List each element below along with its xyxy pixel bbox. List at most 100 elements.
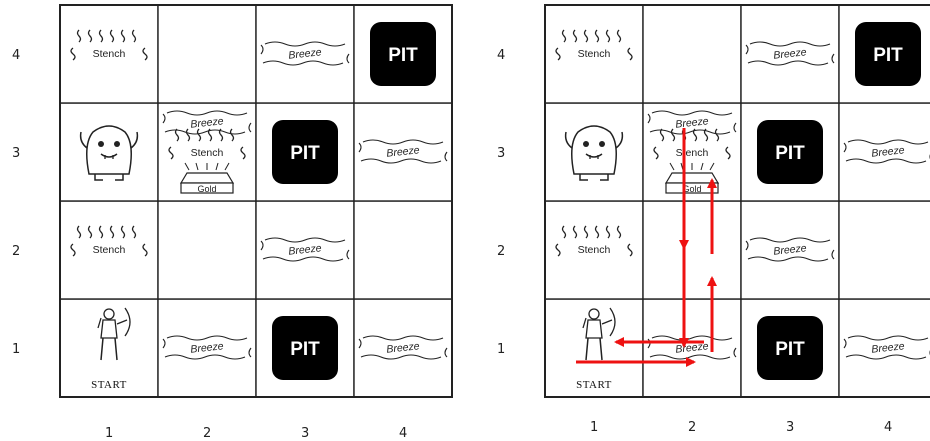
stench-icon: Stench (168, 128, 246, 160)
breeze-wave (749, 41, 831, 47)
gold-shine (215, 162, 219, 171)
agent-bow (609, 307, 616, 337)
agent-bow (124, 307, 131, 337)
cell-1-2 (544, 200, 644, 300)
stench-icon: Stench (555, 29, 633, 61)
breeze-icon: Breeze (162, 110, 252, 135)
stench-squiggle (109, 29, 115, 43)
cell-2-4 (642, 4, 742, 104)
pit-block (757, 316, 823, 380)
stench-label: Stench (191, 147, 224, 159)
stench-squiggle (659, 128, 665, 142)
cell-3-2 (740, 200, 840, 300)
stench-squiggle (131, 29, 137, 43)
wumpus-feet (94, 174, 124, 181)
stench-squiggle (240, 146, 246, 160)
breeze-label: Breeze (773, 46, 808, 61)
stench-icon: Stench (70, 29, 148, 61)
breeze-wave (843, 142, 847, 153)
breeze-wave (747, 256, 829, 262)
cell-4-2 (838, 200, 930, 300)
breeze-icon: Breeze (260, 237, 350, 262)
stench-squiggle (594, 225, 600, 239)
pit-label: PIT (775, 143, 805, 164)
breeze-wave (733, 122, 737, 133)
stench-squiggle (692, 128, 698, 142)
stench-squiggle (605, 225, 611, 239)
wumpus-body (86, 125, 132, 175)
grid-border (59, 4, 453, 398)
stench-label: Stench (676, 147, 709, 159)
stench-squiggle (555, 47, 561, 61)
stench-squiggle (583, 225, 589, 239)
stench-squiggle (70, 243, 76, 257)
breeze-wave (360, 158, 442, 164)
pit-icon: PIT (757, 316, 823, 380)
cell-4-2 (353, 200, 453, 300)
stench-squiggle (174, 128, 180, 142)
breeze-wave (260, 240, 264, 251)
pit-label: PIT (290, 143, 320, 164)
wumpus-eye (599, 141, 605, 147)
pit-label: PIT (388, 45, 418, 66)
cell-4-3 (353, 102, 453, 202)
wumpus-arms (564, 131, 624, 149)
stench-squiggle (572, 29, 578, 43)
col-label: 2 (203, 426, 211, 441)
pit-block (757, 120, 823, 184)
stench-squiggle (120, 225, 126, 239)
stench-label: Stench (578, 48, 611, 60)
gold-icon: Gold (179, 162, 235, 194)
stench-icon: Stench (555, 225, 633, 257)
stench-squiggle (561, 29, 567, 43)
agent-arm (116, 319, 128, 325)
cell-2-2 (642, 200, 742, 300)
wumpus-eye (98, 141, 104, 147)
cell-3-4 (255, 4, 355, 104)
breeze-wave (248, 122, 252, 133)
cell-4-3 (838, 102, 930, 202)
stench-squiggle (168, 146, 174, 160)
stench-squiggle (120, 29, 126, 43)
gold-shine (195, 162, 199, 171)
agent-icon (582, 307, 616, 361)
breeze-wave (262, 60, 344, 66)
row-label: 1 (12, 342, 20, 357)
agent-legs (100, 337, 118, 361)
pit-block (272, 120, 338, 184)
cell-2-4 (157, 4, 257, 104)
agent-torso (585, 319, 603, 339)
breeze-label: Breeze (288, 46, 323, 61)
cell-2-1 (642, 298, 742, 398)
breeze-label: Breeze (675, 115, 710, 130)
gold-label: Gold (682, 184, 701, 194)
pit-label: PIT (290, 339, 320, 360)
breeze-wave (264, 237, 346, 243)
breeze-wave (843, 338, 847, 349)
gold-shine (709, 162, 715, 171)
cell-4-1 (353, 298, 453, 398)
stench-squiggle (87, 225, 93, 239)
stench-squiggle (98, 29, 104, 43)
stench-label: Stench (93, 244, 126, 256)
stench-squiggle (196, 128, 202, 142)
stench-squiggle (142, 47, 148, 61)
breeze-icon: Breeze (843, 139, 930, 164)
stench-squiggle (98, 225, 104, 239)
cell-3-4 (740, 4, 840, 104)
stench-squiggle (703, 128, 709, 142)
pit-icon: PIT (370, 22, 436, 86)
wumpus-feet (579, 174, 609, 181)
cell-2-1 (157, 298, 257, 398)
gold-bar (179, 172, 235, 184)
pit-icon: PIT (272, 120, 338, 184)
row-label: 4 (497, 48, 505, 63)
breeze-icon: Breeze (745, 237, 835, 262)
stench-icon: Stench (70, 225, 148, 257)
breeze-wave (260, 44, 264, 55)
pit-icon: PIT (272, 316, 338, 380)
breeze-label: Breeze (871, 144, 906, 159)
gold-base (665, 182, 719, 194)
stench-squiggle (109, 225, 115, 239)
breeze-icon: Breeze (260, 41, 350, 66)
